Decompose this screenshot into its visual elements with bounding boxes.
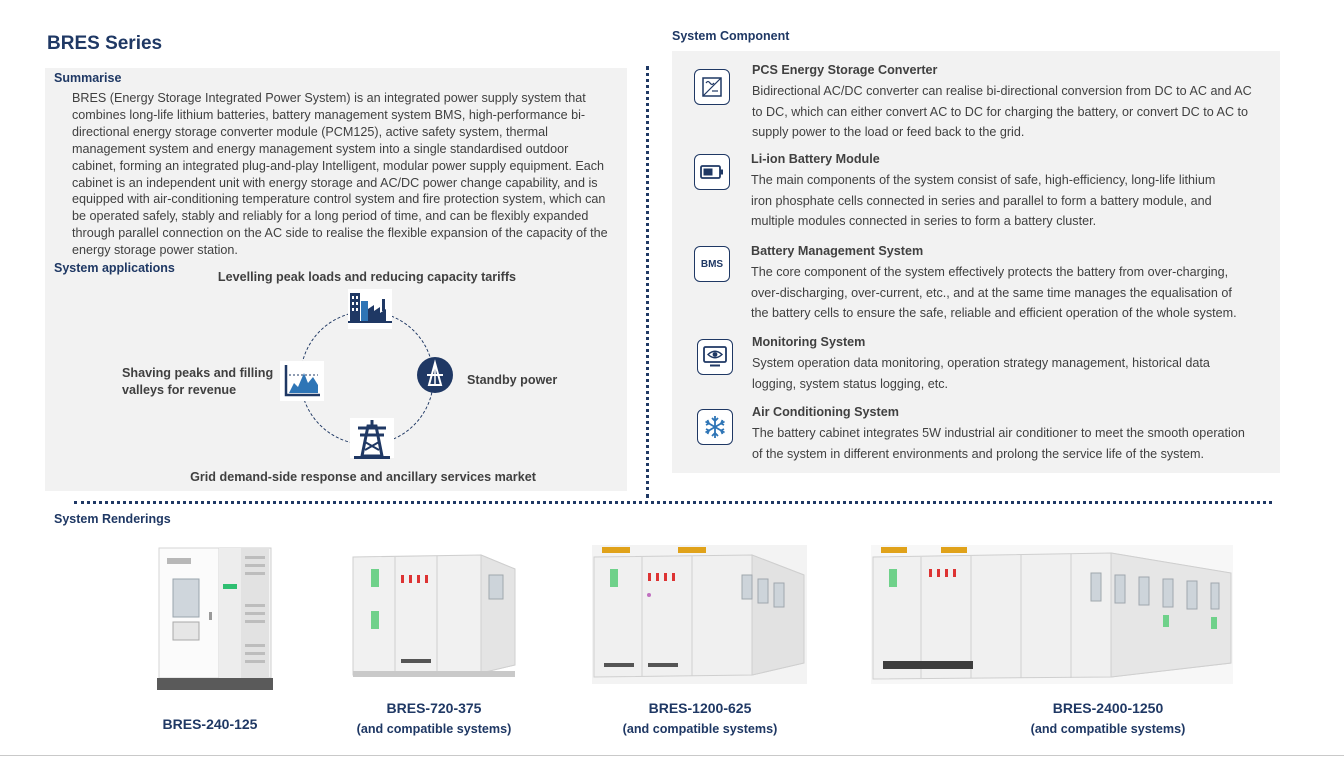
- product-name: BRES-2400-1250: [1052, 700, 1164, 716]
- desc-line: over-discharging, over-current, etc., an…: [751, 285, 1232, 300]
- component-panel: [672, 51, 1280, 473]
- product-image-bres-720-375: [351, 547, 517, 680]
- component-title-battery: Li-ion Battery Module: [751, 152, 880, 166]
- renderings-heading: System Renderings: [54, 512, 171, 526]
- component-desc-monitoring: System operation data monitoring, operat…: [752, 353, 1210, 394]
- app-label-right: Standby power: [467, 373, 558, 387]
- desc-line: the battery cells to ensure the safe, re…: [751, 306, 1237, 320]
- component-title-air-conditioning: Air Conditioning System: [752, 405, 899, 419]
- product-name: BRES-720-375: [386, 700, 482, 716]
- desc-line: to DC, which can either convert AC to DC…: [752, 104, 1249, 119]
- app-label-left-line1: Shaving peaks and filling: [122, 366, 274, 380]
- component-desc-battery: The main components of the system consis…: [751, 170, 1215, 232]
- component-desc-bms: The core component of the system effecti…: [751, 262, 1237, 324]
- snowflake-icon: [697, 409, 733, 445]
- app-label-bottom: Grid demand-side response and ancillary …: [190, 470, 536, 484]
- desc-line: The battery cabinet integrates 5W indust…: [752, 426, 1245, 440]
- converter-icon: [694, 69, 730, 105]
- app-label-left: Shaving peaks and filling valleys for re…: [122, 365, 273, 399]
- monitor-eye-icon: [697, 339, 733, 375]
- product-sub: (and compatible systems): [1030, 722, 1186, 736]
- product-image-bres-240-125: [155, 544, 275, 699]
- page-title: BRES Series: [47, 33, 163, 54]
- component-desc-air-conditioning: The battery cabinet integrates 5W indust…: [752, 423, 1245, 464]
- app-label-top: Levelling peak loads and reducing capaci…: [217, 270, 517, 284]
- peak-valley-chart-icon: [280, 361, 324, 401]
- product-sub: (and compatible systems): [356, 722, 512, 736]
- desc-line: of the system in different environments …: [752, 446, 1204, 461]
- factory-icon: [348, 289, 392, 329]
- component-title-bms: Battery Management System: [751, 244, 924, 258]
- transmission-tower-icon: [350, 418, 394, 459]
- standby-power-icon: [417, 357, 453, 393]
- desc-line: System operation data monitoring, operat…: [752, 356, 1210, 370]
- product-name: BRES-1200-625: [648, 700, 752, 716]
- summarise-heading: Summarise: [54, 71, 122, 85]
- component-desc-pcs: Bidirectional AC/DC converter can realis…: [752, 81, 1252, 143]
- product-sub: (and compatible systems): [622, 722, 778, 736]
- desc-line: supply power to the load or feed back to…: [752, 125, 1025, 139]
- horizontal-divider: [74, 501, 1272, 504]
- app-label-left-line2: valleys for revenue: [122, 383, 237, 397]
- summarise-text: BRES (Energy Storage Integrated Power Sy…: [72, 91, 608, 258]
- battery-icon: [694, 154, 730, 190]
- desc-line: iron phosphate cells connected in series…: [751, 193, 1212, 208]
- applications-heading: System applications: [54, 261, 175, 275]
- bottom-rule: [0, 755, 1344, 756]
- desc-line: The main components of the system consis…: [751, 173, 1216, 187]
- component-title-pcs: PCS Energy Storage Converter: [752, 63, 938, 77]
- product-image-bres-2400-1250: [871, 545, 1233, 684]
- component-heading: System Component: [672, 29, 790, 43]
- product-name: BRES-240-125: [162, 716, 258, 732]
- vertical-divider: [646, 66, 649, 498]
- desc-line: logging, system status logging, etc.: [752, 376, 949, 391]
- bms-icon: BMS: [694, 246, 730, 282]
- desc-line: Bidirectional AC/DC converter can realis…: [752, 84, 1252, 98]
- product-image-bres-1200-625: [592, 545, 807, 684]
- desc-line: The core component of the system effecti…: [751, 265, 1229, 279]
- component-title-monitoring: Monitoring System: [752, 335, 866, 349]
- desc-line: multiple modules connected in series to …: [751, 214, 1097, 228]
- bms-icon-label: BMS: [700, 258, 724, 270]
